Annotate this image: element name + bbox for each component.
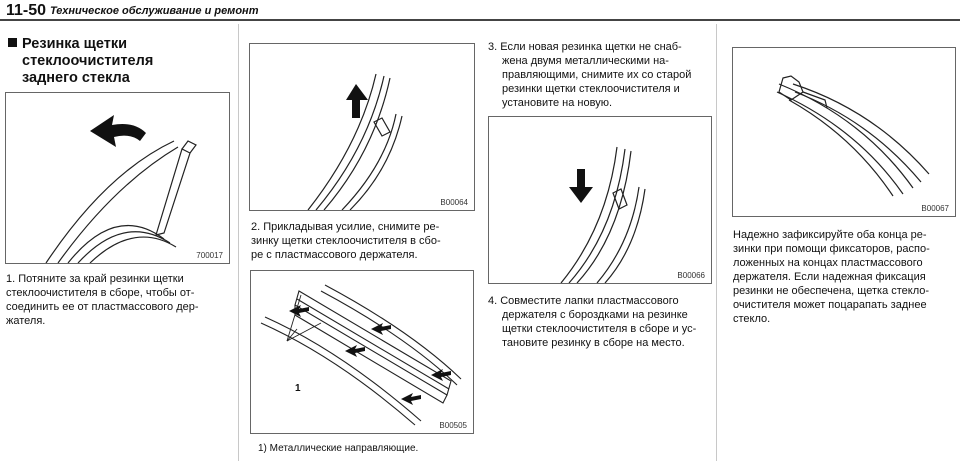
text-line: зинки при помощи фиксаторов, распо-: [733, 243, 930, 255]
text-line: стеклоочистителя в сборе, чтобы от-: [6, 287, 195, 299]
step2-text: 2. Прикладывая усилие, снимите ре- зинку…: [251, 220, 473, 262]
text-line: резинки щетки стеклоочистителя и: [502, 83, 680, 95]
page-number: 11-50: [6, 2, 47, 19]
figure-note: B00067: [732, 47, 956, 217]
text-line: установите на новую.: [502, 97, 613, 109]
callout-number: 1: [295, 383, 301, 394]
figure-code: B00064: [440, 198, 468, 207]
text-line: жена двумя металлическими на-: [502, 55, 669, 67]
text-line: 4. Совместите лапки пластмассового: [488, 295, 679, 307]
text-line: зинку щетки стеклоочистителя в сбо-: [251, 235, 441, 247]
figure-caption: 1) Металлические направляющие.: [258, 443, 419, 454]
text-line: правляющими, снимите их со старой: [502, 69, 692, 81]
text-line: резинки не обеспечена, щетка стекло-: [733, 285, 930, 297]
figure-step4: B00066: [488, 116, 712, 284]
page-header: 11-50 Техническое обслуживание и ремонт: [0, 0, 960, 22]
text-line: 2. Прикладывая усилие, снимите ре-: [251, 221, 440, 233]
figure-code: B00066: [677, 271, 705, 280]
arrow-icons: [289, 305, 451, 405]
wiper-pull-illustration: [45, 115, 197, 263]
step1-text: 1. Потяните за край резинки щетки стекло…: [6, 272, 230, 328]
text-line: жателя.: [6, 315, 46, 327]
wiper-install-illustration: [560, 146, 646, 283]
figure-step1: 700017: [5, 92, 230, 264]
text-line: тановите резинку в сборе на место.: [502, 337, 685, 349]
step4-text: 4. Совместите лапки пластмассового держа…: [488, 294, 710, 350]
text-line: щетки стеклоочистителя в сборе и ус-: [502, 323, 697, 335]
square-bullet-icon: [8, 38, 17, 47]
figure-code: B00067: [921, 204, 949, 213]
figure-code: 700017: [196, 251, 223, 260]
heading-line: заднего стекла: [22, 70, 130, 86]
header-rule: [0, 19, 960, 21]
figure-step2: B00064: [249, 43, 475, 211]
arrow-down-icon: [569, 169, 593, 203]
metal-guides-illustration: [260, 284, 462, 426]
text-line: соединить ее от пластмассового дер-: [6, 301, 199, 313]
arrow-up-icon: [346, 84, 368, 118]
figure-step3: 1 B00505: [250, 270, 474, 434]
text-line: держателя с бороздками на резинке: [502, 309, 688, 321]
note-text: Надежно зафиксируйте оба конца ре- зинки…: [733, 228, 955, 326]
section-title: Техническое обслуживание и ремонт: [50, 5, 259, 17]
step3-text: 3. Если новая резинка щетки не снаб- жен…: [488, 40, 710, 110]
heading-line: стеклоочистителя: [22, 53, 154, 69]
figure-code: B00505: [439, 421, 467, 430]
text-line: 3. Если новая резинка щетки не снаб-: [488, 41, 682, 53]
text-line: Надежно зафиксируйте оба конца ре-: [733, 229, 927, 241]
text-line: стекло.: [733, 313, 771, 325]
arrow-up-left-icon: [90, 115, 146, 147]
text-line: ре с пластмассового держателя.: [251, 249, 418, 261]
column-divider: [238, 24, 239, 461]
text-line: держателя. Если надежная фиксация: [733, 271, 926, 283]
text-line: ложенных на концах пластмассового: [733, 257, 923, 269]
section-heading: Резинка щетки стеклоочистителя заднего с…: [8, 36, 230, 87]
text-line: очистителя может поцарапать заднее: [733, 299, 927, 311]
wiper-end-clip-illustration: [776, 75, 930, 197]
column-divider: [716, 24, 717, 461]
heading-line: Резинка щетки: [8, 36, 230, 53]
text-line: 1. Потяните за край резинки щетки: [6, 273, 184, 285]
wiper-remove-illustration: [307, 73, 403, 210]
